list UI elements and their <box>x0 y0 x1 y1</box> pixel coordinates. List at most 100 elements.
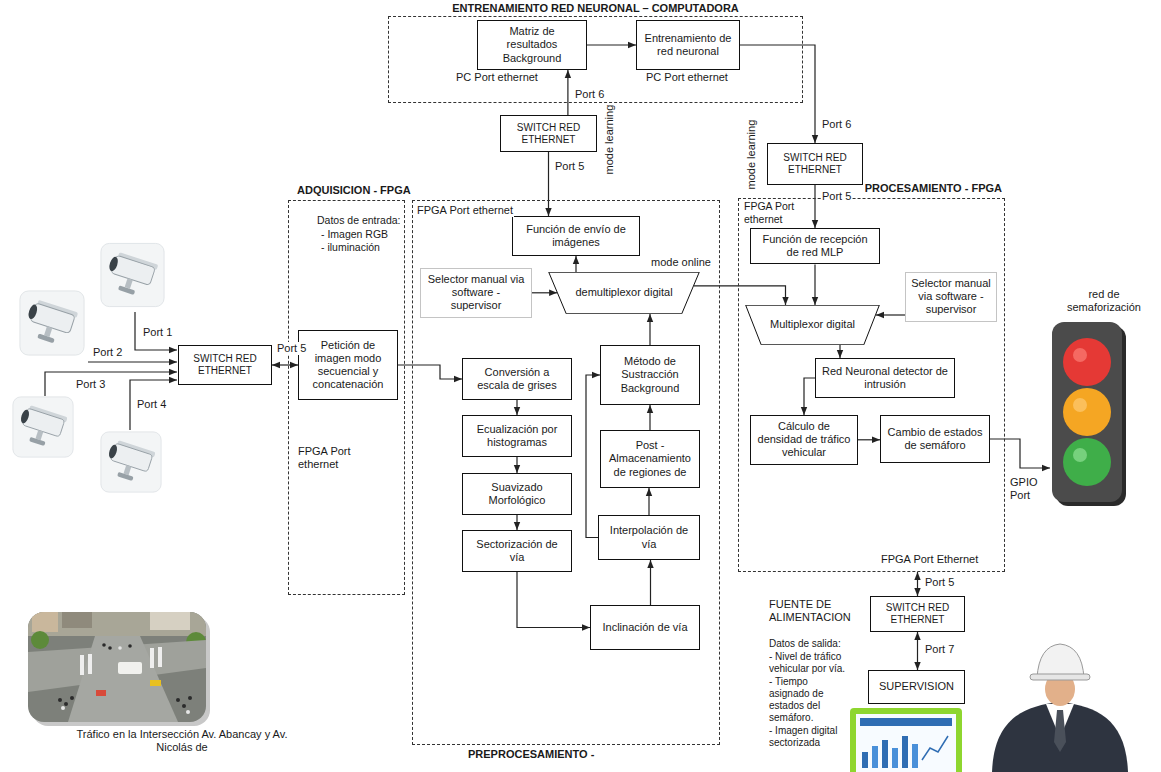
process-box: SUPERVISION <box>868 670 965 704</box>
output-data-note: Datos de salida: <box>768 638 842 650</box>
process-box: Cálculo de densidad de tráfico vehicular <box>750 415 858 465</box>
mode-label: mode learning <box>603 100 616 180</box>
camera-icons <box>13 243 164 492</box>
port-label: Port 5 <box>821 190 852 203</box>
node-text: demultiplexor digital <box>575 286 672 299</box>
port-label: Port 1 <box>142 326 173 339</box>
node-text: SWITCH RED ETHERNET <box>184 353 266 377</box>
connector-arrow <box>648 488 649 515</box>
mux-trapezoid: Multiplexor digital <box>745 305 880 345</box>
process-box: Función de recepción de red MLP <box>750 228 880 264</box>
node-text: Ecualización por histogramas <box>468 423 566 449</box>
port-label: FPGA Port ethernet <box>297 445 377 471</box>
node-text: Matriz de resultados Background <box>483 25 581 65</box>
connector-arrow <box>575 256 576 272</box>
port-label: PC Port ethernet <box>455 71 539 84</box>
connector-arrow <box>814 185 815 228</box>
dashed-region: PROCESAMIENTO - FPGAFunción de recepción… <box>738 198 1005 572</box>
port-label: Port 5 <box>276 342 307 355</box>
output-data-note: - Nivel de tráfico vehicular por vía. <box>768 651 848 675</box>
connector-arrow <box>272 364 298 365</box>
input-data-note: - Imagen RGB <box>320 228 389 241</box>
port-label: FPGA Port Ethernet <box>880 553 979 566</box>
node-text: Multiplexor digital <box>770 318 855 331</box>
connector-arrow <box>516 515 517 530</box>
process-box: Conversión a escala de grises <box>462 358 572 400</box>
node-text: SWITCH RED ETHERNET <box>773 152 857 176</box>
node-text: Interpolación de vía <box>604 524 694 550</box>
port-label: FPGA Port ethernet <box>743 200 805 225</box>
selector-box: Selector manual via software - superviso… <box>420 268 532 318</box>
port-label: Port 6 <box>821 118 852 131</box>
process-box: Petición de imagen modo secuencial y con… <box>298 330 398 400</box>
port-label: Port 5 <box>924 576 955 589</box>
node-text: Selector manual via software - superviso… <box>911 277 991 317</box>
connector-arrow <box>694 286 786 305</box>
process-box: Inclinación de vía <box>590 605 700 650</box>
connector-arrow <box>516 457 517 473</box>
node-text: Post - Almacenamiento de regiones de <box>606 439 694 479</box>
region-title: ENTRENAMIENTO RED NEURONAL – COMPUTADORA <box>389 2 802 15</box>
node-text: Sectorización de vía <box>468 538 566 564</box>
node-text: Selector manual via software - superviso… <box>426 273 526 313</box>
node-text: Función de envío de imágenes <box>518 223 634 249</box>
dashed-region: ADQUISICION - FPGAPetición de imagen mod… <box>288 200 405 595</box>
input-data-note: - iluminación <box>320 241 381 254</box>
process-box: Post - Almacenamiento de regiones de <box>600 430 700 488</box>
connector-arrow <box>876 314 905 315</box>
connector-arrow <box>649 405 650 430</box>
port-label: Port 6 <box>574 88 605 101</box>
port-label: Port 7 <box>924 643 955 656</box>
supervisor-figure <box>992 644 1128 772</box>
node-text: Red Neuronal detector de intrusión <box>821 365 949 391</box>
node-text: Inclinación de vía <box>603 621 688 634</box>
connector-arrow <box>586 375 600 538</box>
input-data-note: Datos de entrada: <box>316 214 401 227</box>
connector-arrow <box>548 152 549 216</box>
port-label: FPGA Port ethernet <box>416 204 514 217</box>
node-text: SWITCH RED ETHERNET <box>506 122 591 146</box>
connector-arrow <box>398 365 462 379</box>
process-box: Método de Sustracción Background <box>600 345 700 405</box>
process-box: SWITCH RED ETHERNET <box>178 345 272 385</box>
process-box: Ecualización por histogramas <box>462 415 572 457</box>
node-text: SUPERVISION <box>879 680 954 693</box>
process-box: Entrenamiento de red neuronal <box>636 20 740 70</box>
mode-label: mode learning <box>745 115 758 195</box>
region-title: PREPROCESAMIENTO - <box>466 748 596 761</box>
process-box: Sectorización de vía <box>462 530 572 572</box>
node-text: Cambio de estados de semáforo <box>886 426 984 452</box>
node-text: Suavizado Morfológico <box>468 481 566 507</box>
connector-arrow <box>587 44 636 45</box>
connector-arrow <box>917 572 918 596</box>
process-box: Suavizado Morfológico <box>462 473 572 515</box>
node-text: SWITCH RED ETHERNET <box>876 602 959 626</box>
connector-arrow <box>567 70 568 115</box>
dashed-region: PREPROCESAMIENTO -Función de envío de im… <box>412 200 720 745</box>
port-label: Port 5 <box>554 160 585 173</box>
connector-arrow <box>917 632 918 670</box>
connector-arrow <box>858 439 880 440</box>
photo-caption: Tráfico en la Intersección Av. Abancay y… <box>72 728 292 754</box>
connector-arrow <box>532 292 557 293</box>
mux-trapezoid: demultiplexor digital <box>548 272 700 314</box>
connector-arrow <box>517 572 590 628</box>
node-text: Petición de imagen modo secuencial y con… <box>304 339 392 392</box>
intersection-photo <box>28 612 210 726</box>
connector-arrow <box>650 560 651 605</box>
node-text: Función de recepción de red MLP <box>756 233 874 259</box>
traffic-light <box>1052 322 1126 506</box>
gpio-wire <box>990 439 1050 468</box>
process-box: Red Neuronal detector de intrusión <box>815 358 955 398</box>
camera-wires <box>45 312 177 430</box>
port-label: Port 2 <box>92 346 123 359</box>
node-text: Entrenamiento de red neuronal <box>642 32 734 58</box>
monitor-icon <box>850 708 962 772</box>
output-data-note: - Imagen digital sectorizada <box>768 725 848 749</box>
power-supply-label: FUENTE DE ALIMENTACION <box>768 598 863 624</box>
region-title: ADQUISICION - FPGA <box>295 184 413 197</box>
process-box: Matriz de resultados Background <box>477 20 587 70</box>
connector-arrow <box>814 264 815 305</box>
